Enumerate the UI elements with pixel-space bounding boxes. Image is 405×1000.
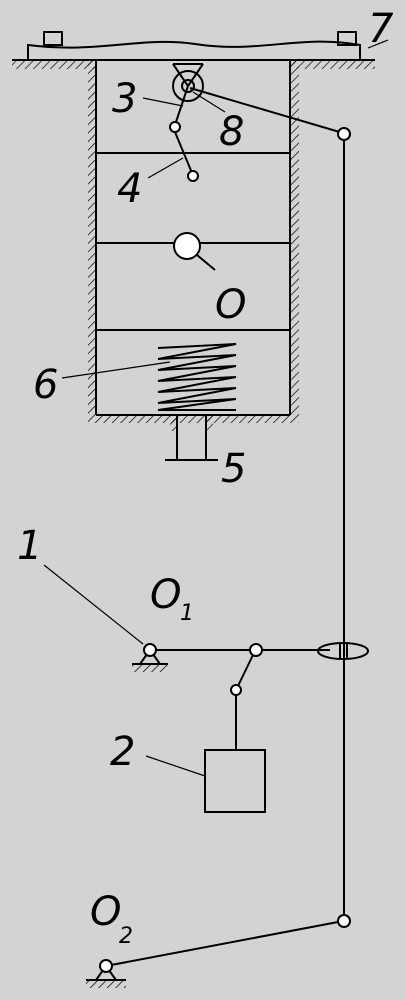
link-O2 xyxy=(105,921,339,967)
leader-7 xyxy=(367,39,389,49)
link-4 xyxy=(174,131,193,174)
weight-2 xyxy=(204,749,266,813)
top-cover-plate xyxy=(27,31,361,61)
leader-3 xyxy=(142,97,184,107)
link-to-weight xyxy=(237,654,254,687)
weight-link-joint xyxy=(230,684,242,696)
spring-6 xyxy=(157,343,237,411)
rod-to-frame xyxy=(189,87,344,134)
leader-2 xyxy=(145,755,206,777)
slider-collar xyxy=(317,642,369,660)
joint-lower-right xyxy=(337,914,351,928)
leader-4 xyxy=(147,157,184,179)
label-8: 8 xyxy=(219,109,244,155)
label-5: 5 xyxy=(221,446,246,492)
label-7: 7 xyxy=(368,6,394,52)
shaft-5 xyxy=(165,415,218,461)
label-3: 3 xyxy=(112,76,137,122)
disc-O-pointer xyxy=(196,254,216,271)
label-O2-sub: 2 xyxy=(119,924,133,949)
ground-hatch-top xyxy=(12,59,375,69)
label-O: O xyxy=(215,282,246,328)
leader-6 xyxy=(61,361,171,379)
pivot-O2 xyxy=(86,959,126,988)
disc-O xyxy=(173,232,201,260)
lever-3-joint xyxy=(169,121,181,133)
pivot-O1 xyxy=(132,643,168,672)
leader-8 xyxy=(192,91,226,113)
leader-1 xyxy=(43,564,144,645)
lever-joint xyxy=(249,643,263,657)
joint-upper-right xyxy=(337,127,351,141)
label-O1-sub: 1 xyxy=(180,601,194,626)
label-2: 2 xyxy=(110,729,135,775)
label-O2: O xyxy=(90,889,121,935)
label-4: 4 xyxy=(117,166,142,212)
label-O1: O xyxy=(150,572,181,618)
label-6: 6 xyxy=(33,362,58,408)
pulley-8 xyxy=(172,63,204,102)
label-1: 1 xyxy=(17,523,42,569)
link-4-joint xyxy=(187,170,199,182)
